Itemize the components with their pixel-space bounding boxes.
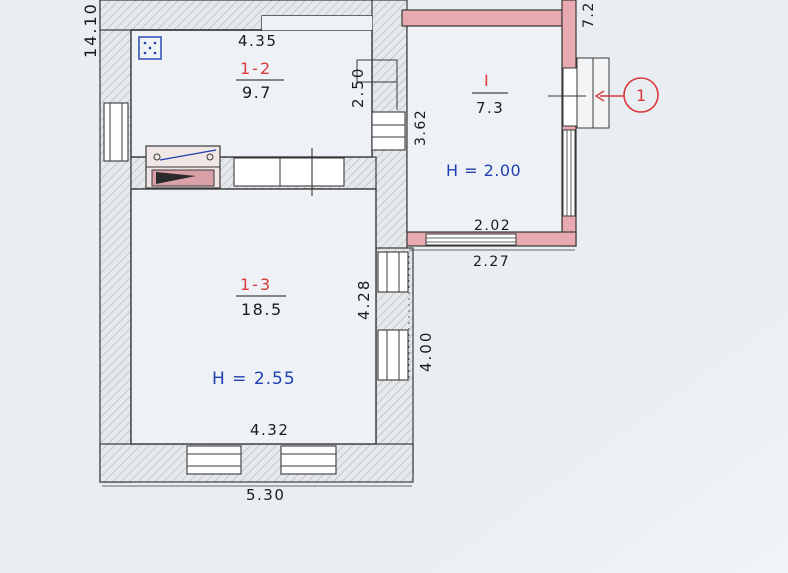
- dim-annex-edge: 7.2: [581, 1, 597, 28]
- annex-walls: [401, 0, 610, 247]
- stove-icon: [145, 145, 221, 189]
- dim-total-width: 5.30: [246, 486, 285, 504]
- dim-ext-side: 4.00: [417, 331, 435, 372]
- window-right-lower-1: [377, 251, 409, 293]
- entrance-marker-number: 1: [636, 86, 646, 105]
- window-bottom-left: [186, 445, 242, 475]
- room-annex-height: H = 2.00: [446, 161, 521, 180]
- room-1-3-id: 1-3: [240, 275, 272, 294]
- window-left: [103, 102, 129, 162]
- dim-room13-width: 4.32: [250, 421, 289, 439]
- room-1-2-area: 9.7: [242, 83, 272, 102]
- room-1-3-height: H = 2.55: [212, 369, 296, 389]
- room-annex-id: I: [484, 71, 490, 90]
- room-annex-area: 7.3: [476, 99, 504, 117]
- dim-annex-inner-width: 2.02: [474, 218, 511, 234]
- dim-passage: 3.62: [413, 109, 429, 146]
- window-bottom-right: [280, 445, 337, 475]
- dim-annex-outer-width: 2.27: [473, 254, 510, 270]
- room-1-3-area: 18.5: [241, 300, 283, 319]
- dim-room12-width: 4.35: [238, 32, 277, 50]
- dim-total-height: 14.10: [81, 2, 100, 58]
- dim-room13-depth: 4.28: [355, 279, 373, 320]
- room-1-2-id: 1-2: [240, 59, 272, 78]
- window-right-lower-2: [377, 329, 409, 381]
- dim-room12-depth: 2.50: [349, 67, 367, 108]
